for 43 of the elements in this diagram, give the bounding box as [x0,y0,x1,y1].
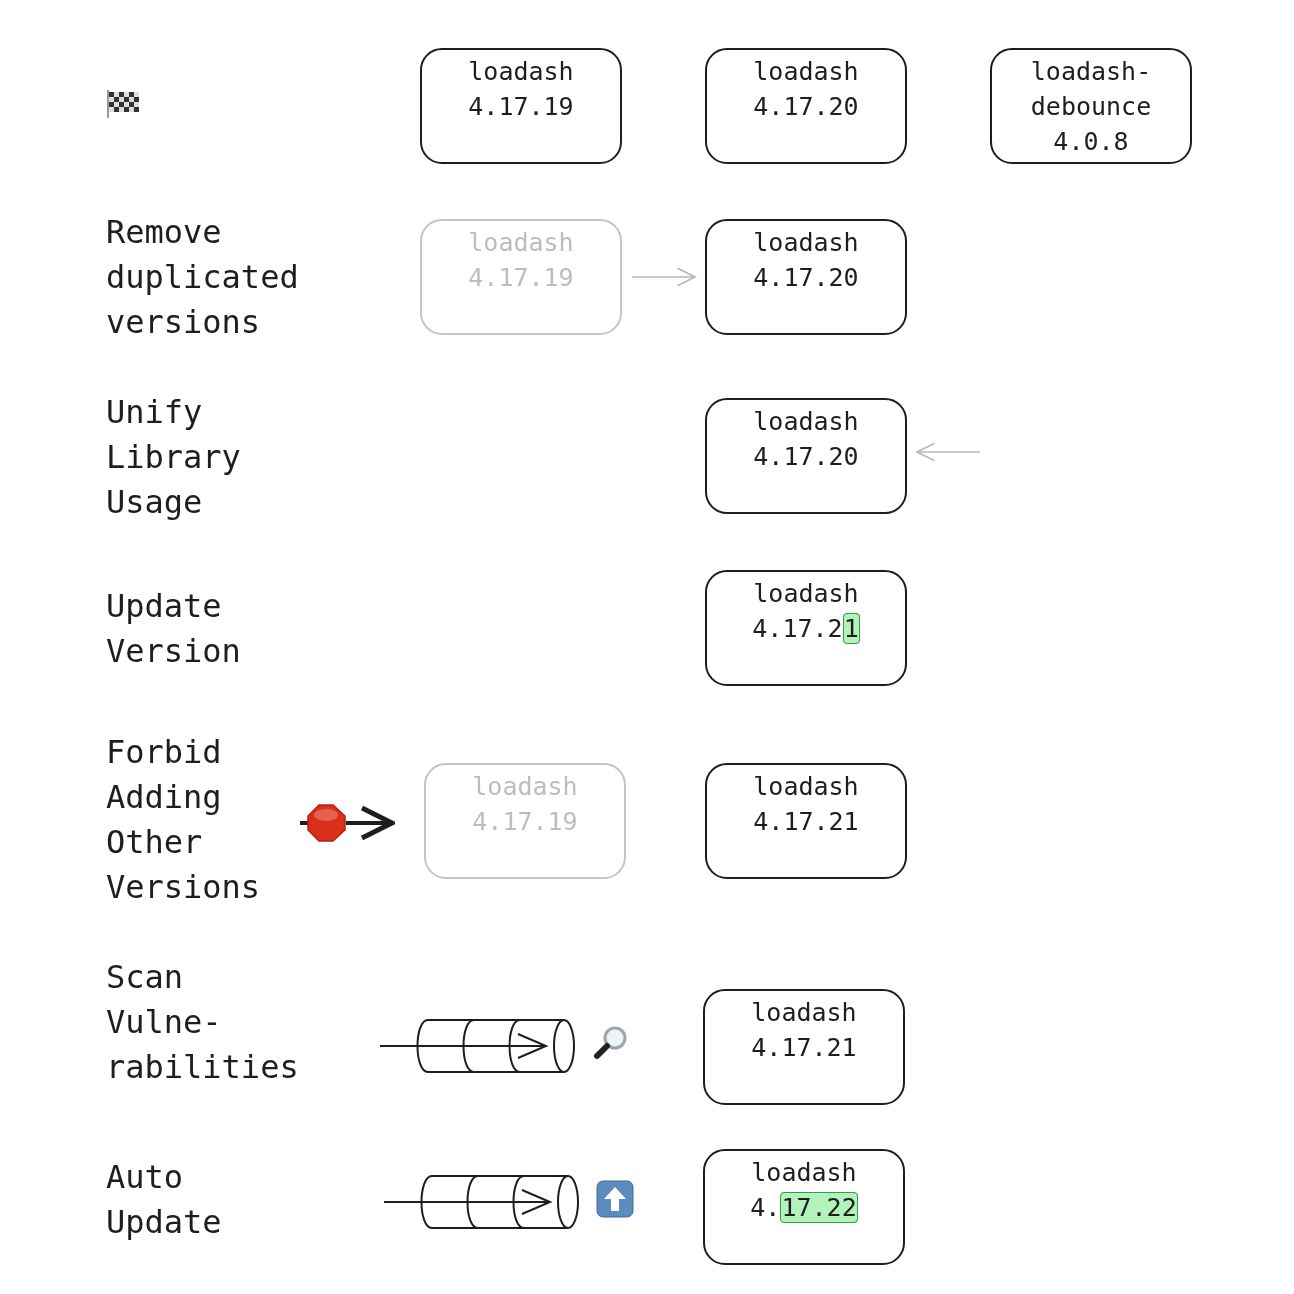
step-title: Scan Vulne- rabilities [106,957,300,1088]
package-box [703,989,905,1105]
package-box [705,398,907,514]
package-name: loadash [467,56,575,88]
package-name: loadash [752,578,860,610]
version-text: 4.17.21 [752,806,860,838]
arrow [346,805,395,841]
package-box [420,219,622,335]
version-text: 4.17.22 [750,1191,858,1225]
package-box [990,48,1192,164]
version-text: 4.17.19 [467,262,575,294]
package-box [424,763,626,879]
package-box [705,763,907,879]
package-name: loadash [752,56,860,88]
version-text: 4.0.8 [1052,126,1130,158]
package-name: loadash [752,771,860,803]
package-name: loadash [471,771,579,803]
arrow [631,267,696,287]
step-title: Remove duplicated versions [106,212,300,343]
step-title: Forbid Adding Other Versions [106,732,262,908]
package-name: loadash-debounce [1029,56,1153,123]
package-box [703,1149,905,1265]
step-title: Auto Update [106,1157,223,1243]
version-text: 4.17.21 [750,1032,858,1064]
version-text: 4.17.21 [752,612,860,646]
package-box [705,219,907,335]
step-title: Update Version [106,586,242,672]
version-text: 4.17.19 [471,806,579,838]
package-name: loadash [750,1157,858,1189]
package-box [705,48,907,164]
version-text: 4.17.20 [752,91,860,123]
stop-sign-icon [300,804,346,842]
version-text: 4.17.19 [467,91,575,123]
package-name: loadash [752,227,860,259]
package-name: loadash [467,227,575,259]
package-box [705,570,907,686]
version-text: 4.17.20 [752,441,860,473]
step-title: Unify Library Usage [106,392,242,523]
package-name: loadash [752,406,860,438]
version-text: 4.17.20 [752,262,860,294]
arrow [916,442,981,462]
package-name: loadash [750,997,858,1029]
package-box [420,48,622,164]
